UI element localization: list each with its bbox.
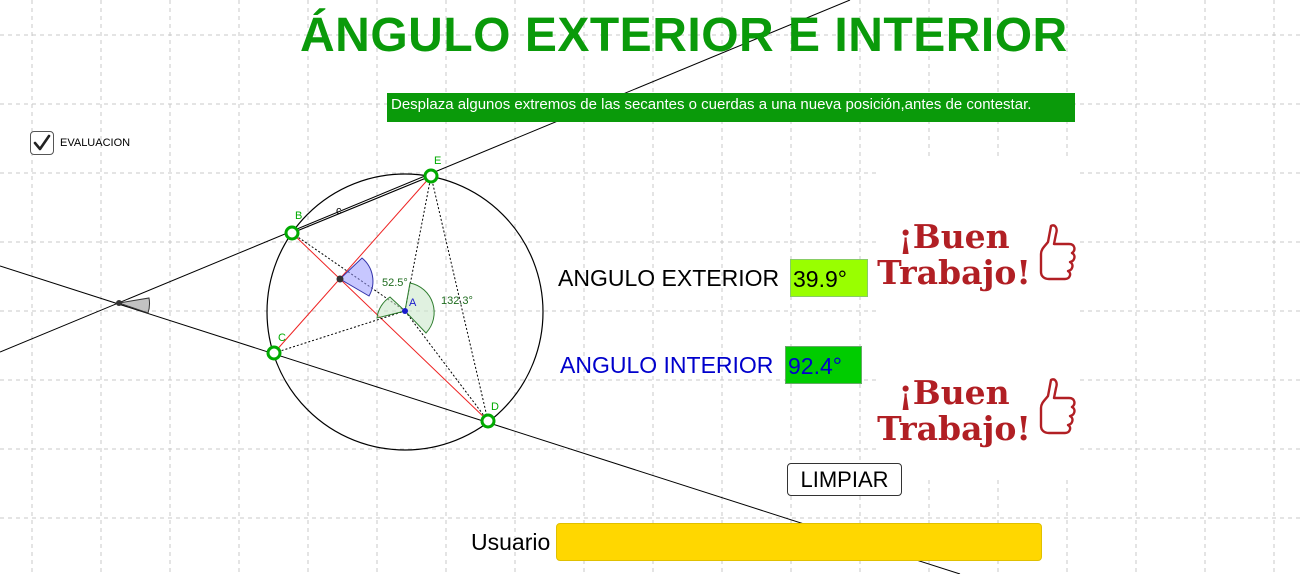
- secant-line-lower[interactable]: [0, 265, 961, 574]
- circle: [266, 173, 544, 451]
- feedback-line2: Trabajo!: [877, 409, 1031, 448]
- feedback-line1: ¡Buen: [898, 217, 1010, 256]
- point-C-handle[interactable]: [266, 345, 282, 361]
- interior-angle-label: ANGULO INTERIOR: [560, 352, 774, 378]
- central-angle-small-arc: [376, 296, 407, 319]
- segment-c: [291, 175, 432, 234]
- checkmark-icon: [33, 134, 51, 151]
- label-B: B: [295, 210, 302, 222]
- checkbox-label: EVALUACION: [60, 137, 131, 149]
- feedback-line2: Trabajo!: [877, 253, 1031, 292]
- page-title: ÁNGULO EXTERIOR E INTERIOR: [300, 9, 1068, 62]
- central-angle-large-arc: [404, 282, 435, 334]
- label-c: c: [336, 205, 342, 217]
- center-point-A: [402, 308, 408, 314]
- feedback-line1: ¡Buen: [898, 373, 1010, 412]
- exterior-angle-value: 39.9°: [790, 259, 868, 297]
- interior-angle-arc: [339, 257, 374, 297]
- usuario-input[interactable]: [556, 523, 1042, 561]
- instruction-banner: Desplaza algunos extremos de las secante…: [387, 93, 1075, 122]
- exterior-angle-label: ANGULO EXTERIOR: [558, 265, 780, 291]
- chord-BD: [291, 232, 489, 422]
- label-E: E: [434, 155, 441, 167]
- angle-large-value: 132.3°: [441, 295, 473, 307]
- label-D: D: [491, 401, 499, 413]
- interior-angle-value: 92.4°: [785, 346, 862, 384]
- point-E-handle[interactable]: [423, 168, 439, 184]
- label-C: C: [278, 332, 286, 344]
- limpiar-button[interactable]: LIMPIAR: [787, 463, 902, 496]
- checkbox-box[interactable]: [30, 131, 54, 155]
- thumbs-up-icon: [1039, 224, 1076, 281]
- angle-small-value: 52.5°: [382, 277, 408, 289]
- label-A: A: [409, 297, 417, 309]
- point-B-handle[interactable]: [284, 225, 300, 241]
- feedback-badge-interior: ¡Buen Trabajo!: [877, 316, 1078, 476]
- point-D-handle[interactable]: [480, 413, 496, 429]
- chord-CE: [273, 175, 432, 354]
- exterior-angle-arc: [118, 297, 150, 314]
- feedback-badge-exterior: ¡Buen Trabajo!: [877, 160, 1078, 320]
- evaluacion-checkbox[interactable]: EVALUACION: [30, 131, 130, 155]
- thumbs-up-icon: [1039, 378, 1076, 435]
- usuario-label: Usuario: [471, 529, 551, 555]
- exterior-vertex-point: [116, 300, 122, 306]
- chord-intersection-point: [336, 275, 344, 283]
